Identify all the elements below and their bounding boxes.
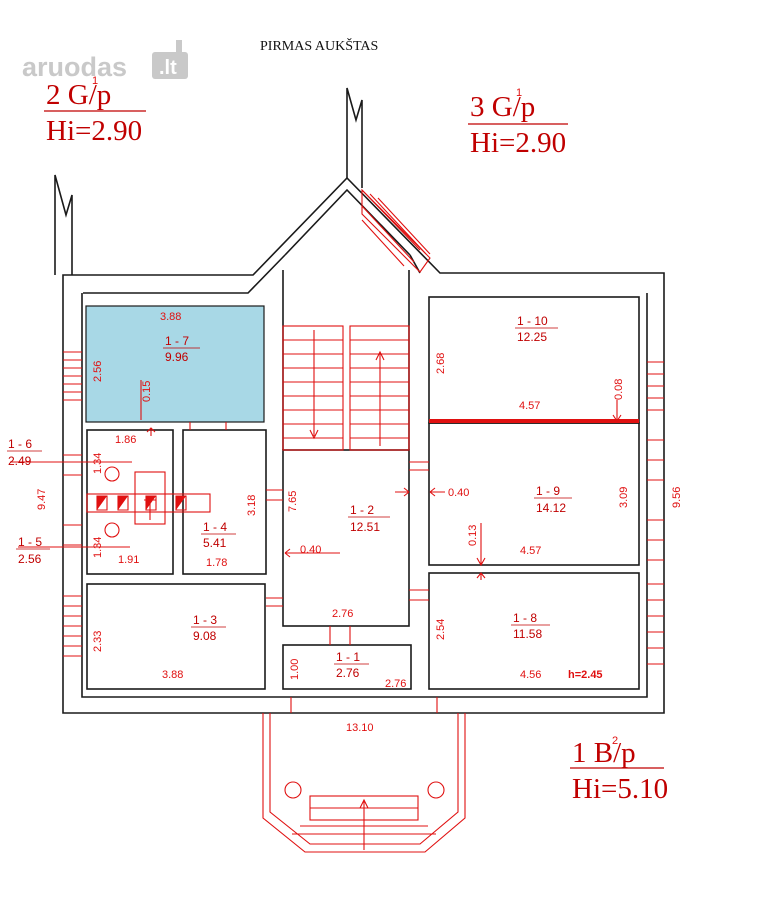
unit-2gp-sup: 1	[92, 75, 98, 87]
unit-label-3gp: 3 G/p 1 Hi=2.90	[468, 87, 568, 159]
dimension-label: 0.08	[613, 379, 625, 400]
room-1-7-highlight	[85, 305, 265, 423]
room-1-7-area: 9.96	[165, 350, 189, 364]
room-1-6-area: 2.49	[8, 454, 32, 468]
room-1-7-id: 1 - 7	[165, 334, 189, 348]
dimension-label: 3.18	[246, 495, 258, 516]
dimension-label: 2.56	[92, 361, 104, 382]
dimension-label: 0.13	[467, 525, 479, 546]
room-1-4-area: 5.41	[203, 536, 227, 550]
dimension-label: 9.56	[671, 487, 683, 508]
logo-chimney-icon	[176, 40, 182, 54]
room-1-5-id: 1 - 5	[18, 535, 42, 549]
unit-2gp-height: Hi=2.90	[46, 115, 142, 147]
entrance-porch[interactable]	[262, 697, 466, 853]
logo-house-icon	[152, 52, 188, 79]
logo-suffix: .lt	[159, 57, 177, 79]
room-1-8-id: 1 - 8	[513, 611, 537, 625]
room-1-9-area: 14.12	[536, 501, 566, 515]
page-title: PIRMAS AUKŠTAS	[260, 37, 378, 54]
unit-1bp-sup: 2	[612, 735, 618, 747]
outer-walls	[54, 87, 665, 714]
staircase[interactable]	[282, 325, 410, 451]
dimension-label: 2.76	[385, 678, 406, 690]
dimension-label: 4.56	[520, 669, 541, 681]
roof-hatch	[361, 188, 431, 273]
dimension-label: 3.88	[162, 669, 183, 681]
room-1-10-id: 1 - 10	[517, 314, 548, 328]
door-markers	[189, 422, 429, 645]
dimension-label: 1.34	[92, 537, 104, 558]
dimension-label: 1.86	[115, 434, 136, 446]
dimension-label: h=2.45	[568, 669, 603, 681]
dimension-values: 3.88 2.56 0.15 1.86 1.34 9.47 1.34 1.91 …	[36, 311, 683, 734]
dimension-leaders	[10, 380, 622, 580]
dimension-label: 0.40	[448, 487, 469, 499]
unit-label-2gp: 2 G/p 1 Hi=2.90	[44, 75, 146, 147]
dimension-label: 2.33	[92, 631, 104, 652]
unit-3gp-sup: 1	[516, 87, 522, 99]
unit-3gp-height: Hi=2.90	[470, 127, 566, 159]
room-1-9-id: 1 - 9	[536, 484, 560, 498]
aruodas-logo: aruodas .lt	[22, 40, 188, 82]
dimension-label: 2.68	[435, 353, 447, 374]
dimension-label: 1.34	[92, 453, 104, 474]
unit-1bp-height: Hi=5.10	[572, 773, 668, 805]
dimension-label: 1.78	[206, 557, 227, 569]
room-1-3-area: 9.08	[193, 629, 217, 643]
dimension-label: 2.76	[332, 608, 353, 620]
unit-1bp-name: 1 B/p	[572, 737, 636, 769]
room-labels: 1 - 7 9.96 1 - 6 2.49 1 - 5 2.56 1 - 4 5…	[7, 314, 572, 680]
dimension-label: 1.00	[289, 659, 301, 680]
unit-2gp-name: 2 G/p	[46, 79, 111, 111]
dimension-label: 13.10	[346, 722, 374, 734]
dimension-label: 4.57	[520, 545, 541, 557]
dimension-label: 7.65	[287, 491, 299, 512]
room-1-10-area: 12.25	[517, 330, 547, 344]
room-1-4-id: 1 - 4	[203, 520, 227, 534]
unit-label-1bp: 1 B/p 2 Hi=5.10	[570, 735, 668, 805]
room-1-1-id: 1 - 1	[336, 650, 360, 664]
room-1-6-id: 1 - 6	[8, 437, 32, 451]
dimension-label: 2.54	[435, 619, 447, 640]
room-1-5-area: 2.56	[18, 552, 42, 566]
dimension-label: 0.40	[300, 544, 321, 556]
room-1-2-area: 12.51	[350, 520, 380, 534]
dimension-label: 4.57	[519, 400, 540, 412]
dimension-label: 9.47	[36, 489, 48, 510]
logo-text: aruodas	[22, 52, 127, 82]
room-1-3-id: 1 - 3	[193, 613, 217, 627]
room-1-2-id: 1 - 2	[350, 503, 374, 517]
dimension-label: 3.09	[618, 487, 630, 508]
windows	[63, 351, 664, 665]
dimension-label: 0.15	[141, 381, 153, 402]
sanitary-fixtures	[86, 466, 211, 538]
dimension-label: 3.88	[160, 311, 181, 323]
room-1-1-area: 2.76	[336, 666, 360, 680]
unit-3gp-name: 3 G/p	[470, 91, 535, 123]
room-1-8-area: 11.58	[513, 627, 542, 641]
dimension-label: 1.91	[118, 554, 139, 566]
